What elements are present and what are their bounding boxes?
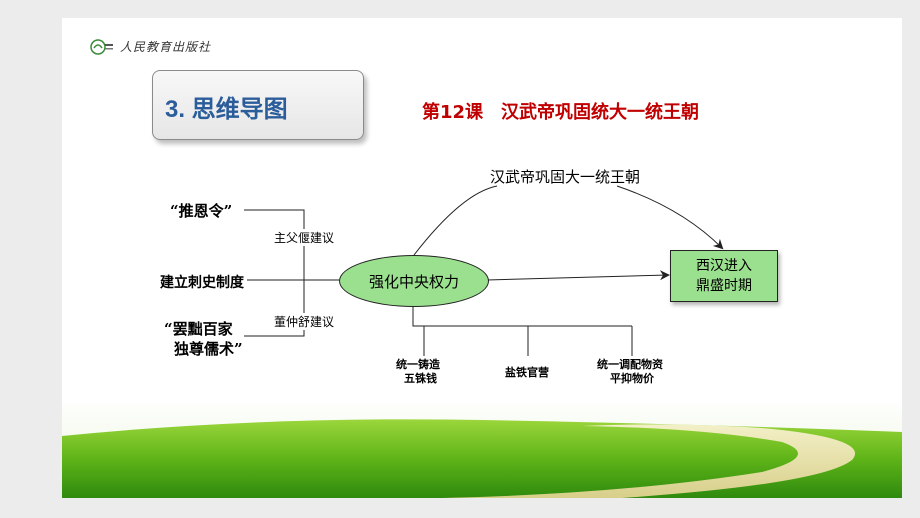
tuien-connector — [244, 209, 305, 280]
salt-label: 盐铁官营 — [505, 366, 549, 379]
zhufu-edge-label: 主父偃建议 — [274, 229, 335, 246]
goal-line-1: 西汉进入 — [696, 258, 752, 274]
cishi-label: 建立刺史制度 — [160, 275, 244, 291]
center-to-goal-arrow — [486, 270, 670, 281]
bachu-line-2: 独尊儒术” — [174, 340, 243, 358]
publisher-logo: 人民教育出版社 — [90, 38, 211, 55]
lesson-title: 第12课 汉武帝巩固统大一统王朝 — [422, 102, 700, 123]
goal-line-2: 鼎盛时期 — [696, 278, 752, 294]
section-title: 3. 思维导图 — [165, 96, 288, 123]
price-line-1: 统一调配物资 — [597, 358, 663, 371]
center-node: 强化中央权力 — [339, 255, 489, 307]
section-title-box: 3. 思维导图 — [152, 70, 364, 140]
bottom-tree — [412, 305, 633, 356]
goal-node: 西汉进入 鼎盛时期 — [670, 250, 778, 302]
grass-field-illustration — [62, 398, 902, 498]
dongzhongshu-edge-label: 董仲舒建议 — [274, 313, 335, 330]
publisher-name: 人民教育出版社 — [120, 40, 212, 54]
top-label: 汉武帝巩固大一统王朝 — [490, 168, 641, 186]
coin-line-1: 统一铸造 — [396, 358, 440, 371]
slide: 人民教育出版社 3. 思维导图 第12课 汉武帝巩固统大一统王朝 汉武帝巩固大一… — [62, 18, 902, 498]
publisher-emblem-icon — [90, 38, 113, 55]
center-node-label: 强化中央权力 — [368, 272, 459, 291]
tuien-label: “推恩令” — [170, 202, 233, 220]
bachu-connector — [244, 280, 305, 337]
bachu-line-1: “罢黜百家 — [164, 320, 233, 338]
price-line-2: 平抑物价 — [610, 372, 654, 385]
top-arc-right — [616, 185, 724, 250]
top-arc-left — [413, 185, 498, 256]
coin-line-2: 五铢钱 — [404, 372, 437, 385]
mindmap-connectors — [244, 185, 724, 356]
